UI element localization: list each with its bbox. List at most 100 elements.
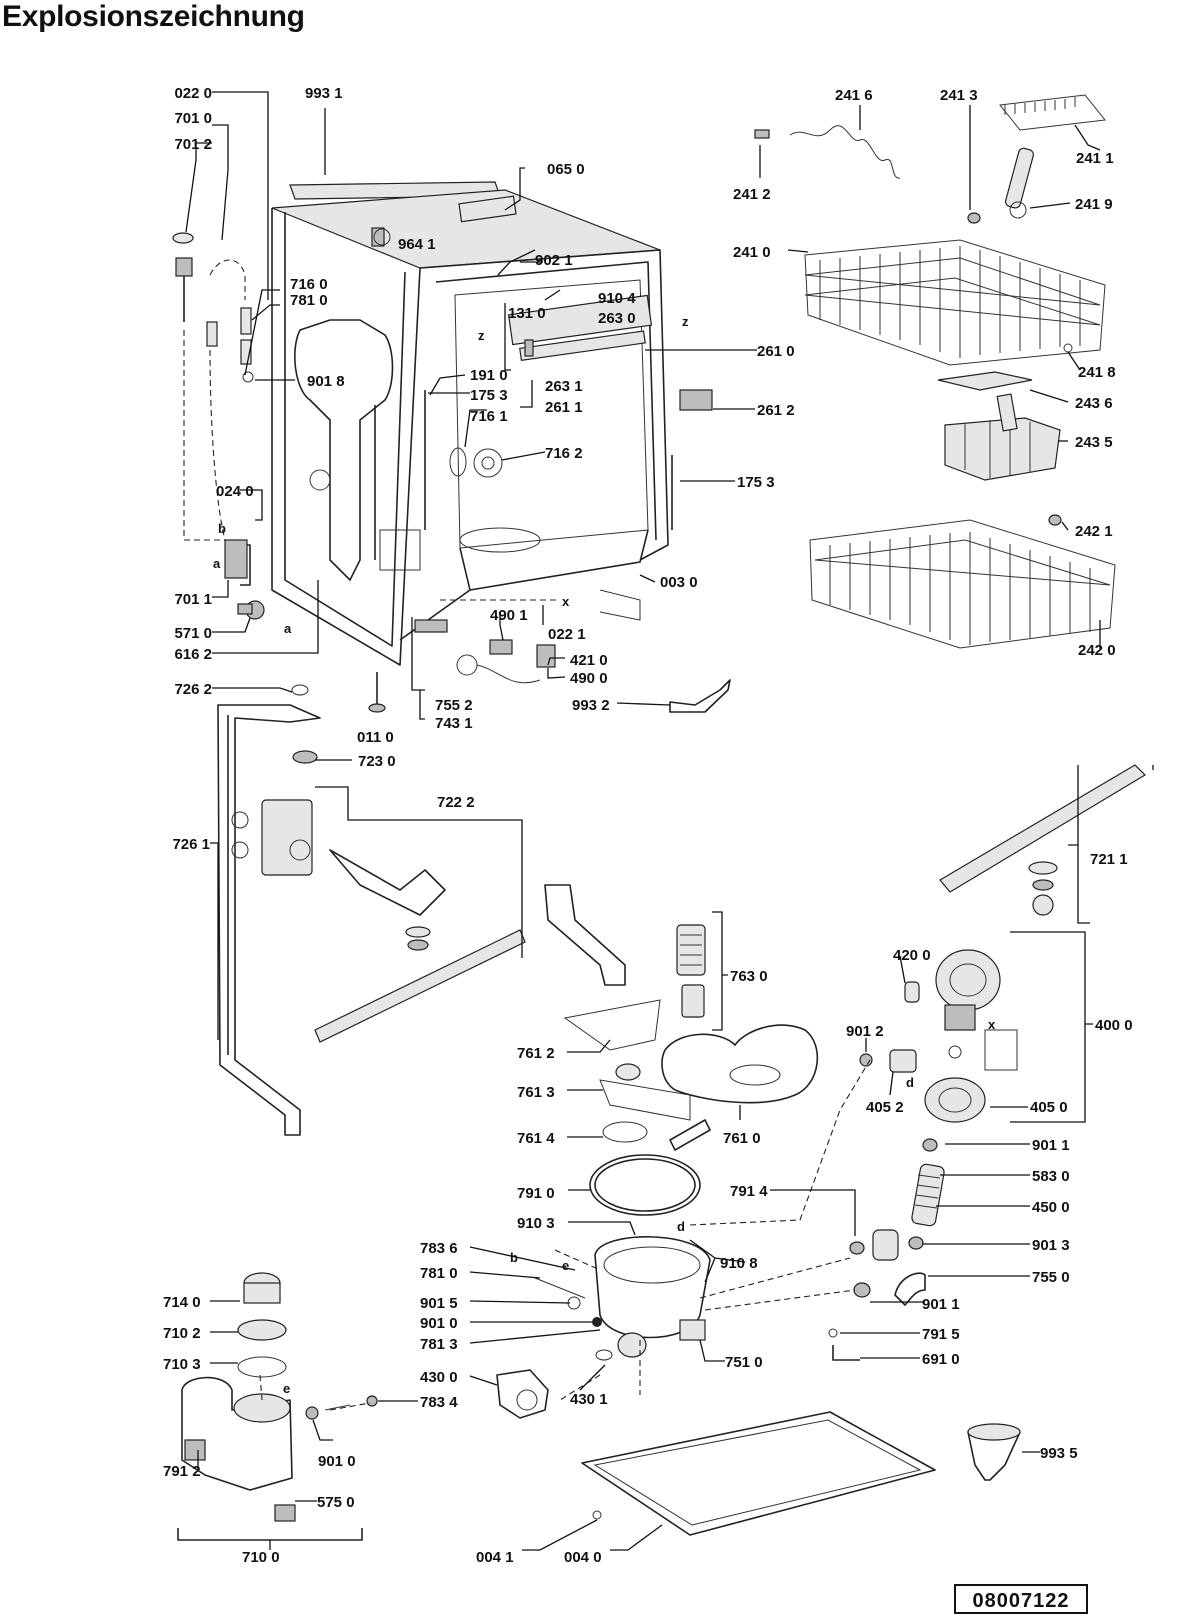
part-label-242-1: 242 1 [1075, 523, 1113, 540]
part-label-993-1: 993 1 [305, 85, 343, 102]
part-label-901-3: 901 3 [1032, 1237, 1070, 1254]
cabinet-frame-drawing [240, 181, 713, 666]
part-label-710-0: 710 0 [242, 1549, 280, 1566]
assembly-dashed-lines [259, 599, 871, 1411]
marker-letter-e: e [562, 1258, 569, 1273]
part-label-022-0: 022 0 [174, 85, 212, 102]
marker-letter-e: e [283, 1381, 290, 1396]
part-label-065-0: 065 0 [547, 161, 585, 178]
base-tray-drawing [581, 1411, 1021, 1536]
part-label-781-0: 781 0 [420, 1265, 458, 1282]
part-label-191-0: 191 0 [470, 367, 508, 384]
part-label-791-5: 791 5 [922, 1326, 960, 1343]
part-label-261-0: 261 0 [757, 343, 795, 360]
part-label-243-6: 243 6 [1075, 395, 1113, 412]
marker-letter-b: b [218, 521, 226, 536]
part-label-901-1: 901 1 [1032, 1137, 1070, 1154]
part-label-022-1: 022 1 [548, 626, 586, 643]
part-label-755-2: 755 2 [435, 697, 473, 714]
part-label-910-4: 910 4 [598, 290, 636, 307]
part-label-783-6: 783 6 [420, 1240, 458, 1257]
part-label-400-0: 400 0 [1095, 1017, 1133, 1034]
part-label-175-3: 175 3 [470, 387, 508, 404]
part-label-241-0: 241 0 [733, 244, 771, 261]
part-label-241-1: 241 1 [1076, 150, 1114, 167]
part-label-714-0: 714 0 [163, 1294, 201, 1311]
marker-letter-z: z [478, 328, 485, 343]
page-title: Explosionszeichnung [2, 0, 305, 33]
part-label-691-0: 691 0 [922, 1351, 960, 1368]
part-label-901-0: 901 0 [318, 1453, 356, 1470]
part-label-761-0: 761 0 [723, 1130, 761, 1147]
part-label-004-0: 004 0 [564, 1549, 602, 1566]
part-label-763-0: 763 0 [730, 968, 768, 985]
part-label-901-1: 901 1 [922, 1296, 960, 1313]
marker-letter-z: z [682, 314, 689, 329]
aquastop-hose-drawing [172, 232, 265, 620]
spray-system-drawing [217, 684, 1146, 1136]
part-label-701-1: 701 1 [174, 591, 212, 608]
part-label-261-1: 261 1 [545, 399, 583, 416]
part-label-490-1: 490 1 [490, 607, 528, 624]
water-softener-drawing [177, 1272, 378, 1541]
part-label-716-2: 716 2 [545, 445, 583, 462]
part-label-405-0: 405 0 [1030, 1099, 1068, 1116]
part-label-241-2: 241 2 [733, 186, 771, 203]
part-label-722-2: 722 2 [437, 794, 475, 811]
marker-letter-a: a [213, 556, 221, 571]
sump-filter-drawing [496, 884, 819, 1419]
part-label-263-0: 263 0 [598, 310, 636, 327]
part-label-004-1: 004 1 [476, 1549, 514, 1566]
part-label-242-0: 242 0 [1078, 642, 1116, 659]
part-label-450-0: 450 0 [1032, 1199, 1070, 1216]
part-label-993-5: 993 5 [1040, 1445, 1078, 1462]
part-label-901-5: 901 5 [420, 1295, 458, 1312]
part-label-701-2: 701 2 [174, 136, 212, 153]
part-label-710-2: 710 2 [163, 1325, 201, 1342]
part-label-755-0: 755 0 [1032, 1269, 1070, 1286]
cabinet-small-parts-drawing [368, 639, 731, 713]
part-label-726-2: 726 2 [174, 681, 212, 698]
part-label-726-1: 726 1 [172, 836, 210, 853]
part-label-901-2: 901 2 [846, 1023, 884, 1040]
part-label-761-2: 761 2 [517, 1045, 555, 1062]
part-label-241-3: 241 3 [940, 87, 978, 104]
part-label-791-4: 791 4 [730, 1183, 768, 1200]
marker-letter-b: b [510, 1250, 518, 1265]
part-label-761-4: 761 4 [517, 1130, 555, 1147]
part-label-710-3: 710 3 [163, 1356, 201, 1373]
part-label-420-0: 420 0 [893, 947, 931, 964]
marker-letter-d: d [906, 1075, 914, 1090]
part-label-751-0: 751 0 [725, 1354, 763, 1371]
part-label-241-6: 241 6 [835, 87, 873, 104]
part-label-583-0: 583 0 [1032, 1168, 1070, 1185]
drawing-number-box: 08007122 [954, 1584, 1088, 1614]
circulation-pump-drawing [828, 949, 1018, 1361]
part-label-241-9: 241 9 [1075, 196, 1113, 213]
marker-letter-a: a [284, 621, 292, 636]
part-label-716-0: 716 0 [290, 276, 328, 293]
part-label-901-8: 901 8 [307, 373, 345, 390]
part-label-781-3: 781 3 [420, 1336, 458, 1353]
part-label-430-0: 430 0 [420, 1369, 458, 1386]
part-label-910-8: 910 8 [720, 1255, 758, 1272]
part-label-721-1: 721 1 [1090, 851, 1128, 868]
part-label-241-8: 241 8 [1078, 364, 1116, 381]
part-label-716-1: 716 1 [470, 408, 508, 425]
part-label-175-3: 175 3 [737, 474, 775, 491]
part-label-781-0: 781 0 [290, 292, 328, 309]
part-label-901-0: 901 0 [420, 1315, 458, 1332]
part-label-421-0: 421 0 [570, 652, 608, 669]
marker-letter-d: d [677, 1219, 685, 1234]
part-label-783-4: 783 4 [420, 1394, 458, 1411]
part-label-743-1: 743 1 [435, 715, 473, 732]
part-label-263-1: 263 1 [545, 378, 583, 395]
part-label-701-0: 701 0 [174, 110, 212, 127]
marker-letter-x: x [988, 1017, 996, 1032]
part-label-024-0: 024 0 [216, 483, 254, 500]
part-label-575-0: 575 0 [317, 1494, 355, 1511]
part-label-910-3: 910 3 [517, 1215, 555, 1232]
part-label-723-0: 723 0 [358, 753, 396, 770]
